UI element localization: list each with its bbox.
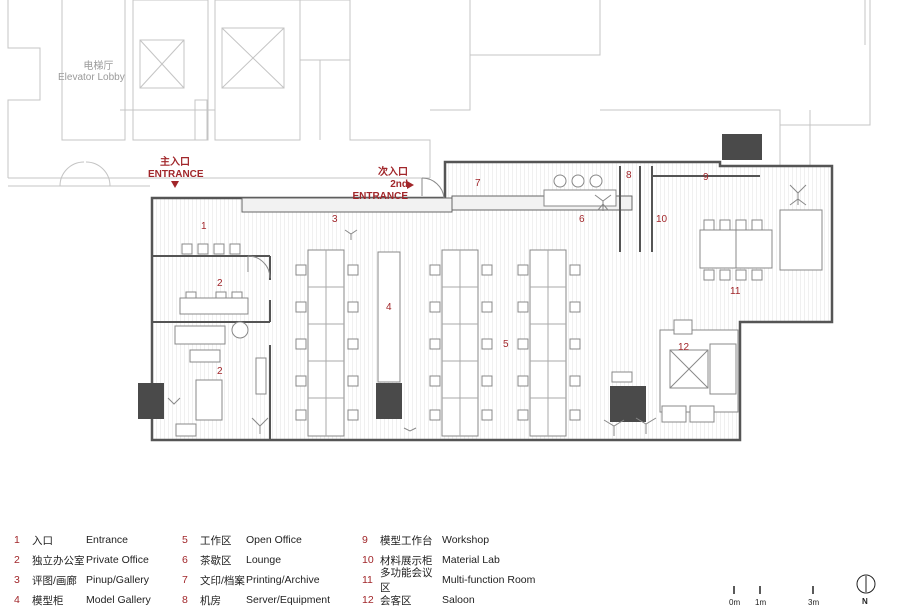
chair bbox=[429, 338, 441, 350]
room-number: 5 bbox=[503, 339, 509, 350]
chair bbox=[481, 375, 493, 387]
entrance-markers bbox=[171, 181, 414, 189]
elevator-lobby-label: 电梯厅 Elevator Lobby bbox=[58, 57, 125, 83]
chair bbox=[735, 219, 747, 231]
room-number: 7 bbox=[475, 178, 481, 189]
chair bbox=[429, 409, 441, 421]
second-entrance-label: 次入口 2nd ENTRANCE bbox=[334, 167, 408, 203]
room-number: 8 bbox=[626, 170, 632, 181]
chair bbox=[429, 301, 441, 313]
chair bbox=[295, 375, 307, 387]
chair bbox=[481, 338, 493, 350]
chair bbox=[719, 219, 731, 231]
chair bbox=[703, 269, 715, 281]
chair bbox=[481, 301, 493, 313]
room-number: 1 bbox=[201, 221, 207, 232]
main-entrance-cn: 主入口 bbox=[160, 157, 190, 168]
north-label: N bbox=[862, 597, 868, 606]
chairs bbox=[181, 219, 763, 421]
scale-label: 3m bbox=[808, 598, 820, 607]
chair bbox=[569, 264, 581, 276]
chair bbox=[197, 243, 209, 255]
elevator-lobby-en: Elevator Lobby bbox=[58, 72, 125, 83]
room-number: 9 bbox=[703, 172, 709, 183]
chair bbox=[735, 269, 747, 281]
chair bbox=[347, 409, 359, 421]
chair bbox=[569, 338, 581, 350]
chair bbox=[481, 264, 493, 276]
chair bbox=[517, 375, 529, 387]
chair bbox=[347, 338, 359, 350]
chair bbox=[295, 264, 307, 276]
room-number: 4 bbox=[386, 302, 392, 313]
room-number: 11 bbox=[730, 286, 741, 297]
chair bbox=[429, 264, 441, 276]
chair bbox=[569, 375, 581, 387]
context-building bbox=[7, 0, 871, 187]
chair bbox=[517, 264, 529, 276]
main-entrance-en: ENTRANCE bbox=[148, 169, 204, 180]
chair bbox=[295, 338, 307, 350]
second-entrance-cn: 次入口 bbox=[378, 167, 408, 178]
chair bbox=[751, 219, 763, 231]
chair bbox=[517, 338, 529, 350]
chair bbox=[295, 409, 307, 421]
chair bbox=[181, 243, 193, 255]
equipment-blocks bbox=[138, 134, 762, 422]
room-number: 3 bbox=[332, 214, 338, 225]
chair bbox=[569, 409, 581, 421]
chair bbox=[347, 301, 359, 313]
room-number: 10 bbox=[656, 214, 668, 225]
room-number: 2 bbox=[217, 366, 223, 377]
chair bbox=[517, 301, 529, 313]
plants bbox=[167, 184, 807, 436]
chair bbox=[229, 243, 241, 255]
room-number: 12 bbox=[678, 342, 690, 353]
second-entrance-en: 2nd ENTRANCE bbox=[352, 179, 408, 202]
chair bbox=[569, 301, 581, 313]
chair bbox=[719, 269, 731, 281]
scale-label: 0m bbox=[729, 598, 741, 607]
room-number: 2 bbox=[217, 278, 223, 289]
chair bbox=[295, 301, 307, 313]
chair bbox=[347, 264, 359, 276]
chair bbox=[213, 243, 225, 255]
desk-dividers bbox=[308, 250, 566, 436]
chair bbox=[481, 409, 493, 421]
chair bbox=[429, 375, 441, 387]
chair bbox=[517, 409, 529, 421]
scale-bar bbox=[733, 586, 814, 594]
meeting-furniture bbox=[543, 174, 823, 423]
chair bbox=[751, 269, 763, 281]
private-office-furniture bbox=[174, 255, 271, 437]
doors bbox=[421, 177, 445, 199]
north-arrow bbox=[856, 574, 876, 594]
scale-label: 1m bbox=[755, 598, 767, 607]
chair bbox=[347, 375, 359, 387]
main-entrance-label: 主入口 ENTRANCE bbox=[148, 157, 204, 181]
chair bbox=[703, 219, 715, 231]
elevator-lobby-cn: 电梯厅 bbox=[83, 61, 114, 72]
room-number: 6 bbox=[579, 214, 585, 225]
